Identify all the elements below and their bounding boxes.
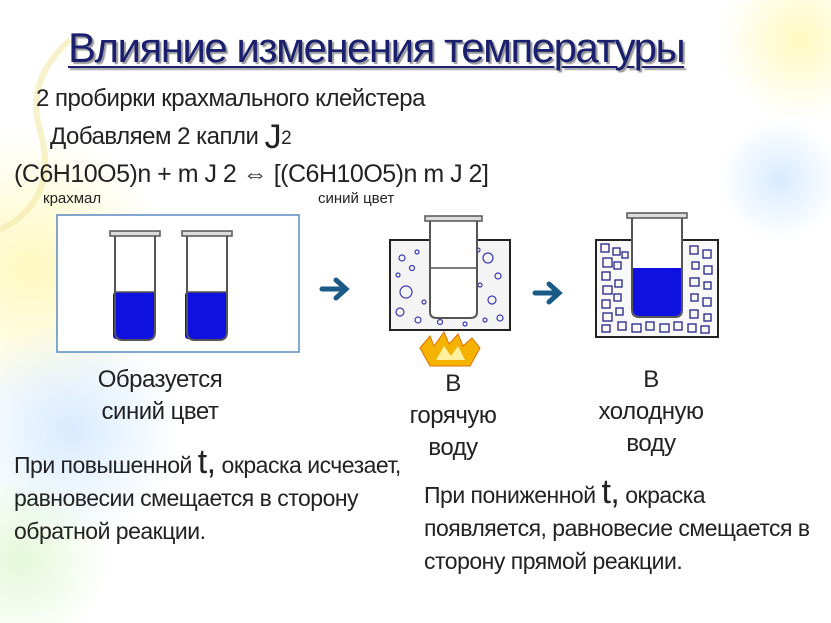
page-title: Влияние изменения температуры — [68, 24, 686, 71]
iodine-subscript: 2 — [281, 128, 292, 149]
caption-line: воду — [428, 434, 478, 461]
cold-water-beaker — [595, 212, 719, 338]
caption-color-forms: Образуется синий цвет — [80, 364, 240, 428]
caption-line: воду — [626, 430, 676, 457]
temperature-symbol: t, — [197, 443, 216, 481]
label-blue-color: синий цвет — [318, 190, 395, 207]
reaction-equation: (C6H10O5)n + m J 2 ⇔ [(C6H10O5)n m J 2] — [14, 160, 489, 188]
iodine-symbol: J — [264, 118, 282, 156]
arrow-right-icon — [532, 281, 563, 305]
caption-cold-water: В холодную воду — [576, 364, 726, 460]
caption-line: холодную — [598, 398, 704, 425]
iodine-line: Добавляем 2 капли J2 — [50, 118, 292, 157]
test-tube-1 — [109, 230, 161, 341]
para-text-start: При пониженной — [424, 482, 602, 508]
hot-water-beaker — [389, 215, 511, 331]
para-text-end: окраска появляется, равновесие смещается… — [424, 482, 810, 574]
para-text-end: окраска исчезает, равновесии смещается в… — [14, 452, 401, 544]
caption-line: Образуется — [97, 366, 223, 393]
caption-line: горячую — [409, 402, 497, 429]
caption-line: В — [445, 370, 461, 397]
intro-line: 2 пробирки крахмального клейстера — [36, 85, 425, 112]
tube-panel — [56, 214, 300, 353]
flame-icon — [419, 330, 481, 367]
paragraph-low-temperature: При пониженной t, окраска появляется, ра… — [424, 473, 824, 578]
temperature-symbol: t, — [601, 473, 620, 511]
caption-line: В — [643, 366, 659, 393]
caption-line: синий цвет — [101, 398, 219, 425]
iodine-line-text: Добавляем 2 капли — [50, 123, 259, 150]
arrow-right-icon — [319, 277, 350, 301]
caption-hot-water: В горячую воду — [388, 368, 518, 464]
test-tube-2 — [181, 230, 233, 341]
para-text-start: При повышенной — [14, 452, 198, 478]
paragraph-high-temperature: При повышенной t, окраска исчезает, равн… — [14, 443, 414, 548]
label-starch: крахмал — [43, 190, 102, 207]
